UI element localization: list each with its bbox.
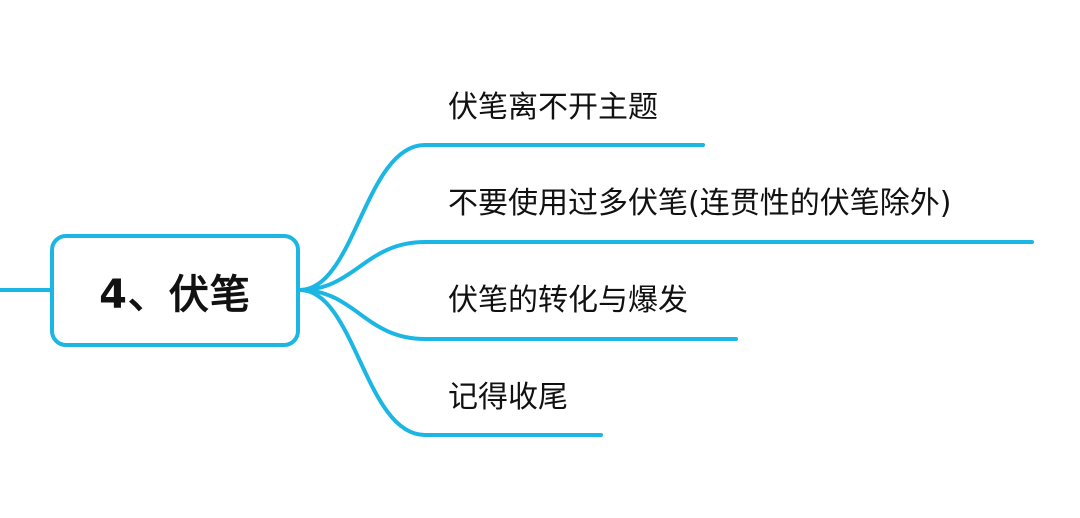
branch-topic-0[interactable]: 伏笔离不开主题 [448, 90, 658, 125]
branch-connector-0 [298, 143, 705, 292]
central-topic-node[interactable]: 4、伏笔 [50, 234, 300, 347]
branch-connector-2 [298, 288, 738, 341]
branch-topic-2[interactable]: 伏笔的转化与爆发 [448, 283, 688, 318]
central-topic-label: 4、伏笔 [99, 271, 251, 318]
branch-topic-3[interactable]: 记得收尾 [448, 380, 568, 415]
branch-connector-3 [298, 288, 603, 437]
branch-topic-1[interactable]: 不要使用过多伏笔(连贯性的伏笔除外) [448, 186, 952, 221]
branch-connector-1 [298, 240, 1034, 292]
